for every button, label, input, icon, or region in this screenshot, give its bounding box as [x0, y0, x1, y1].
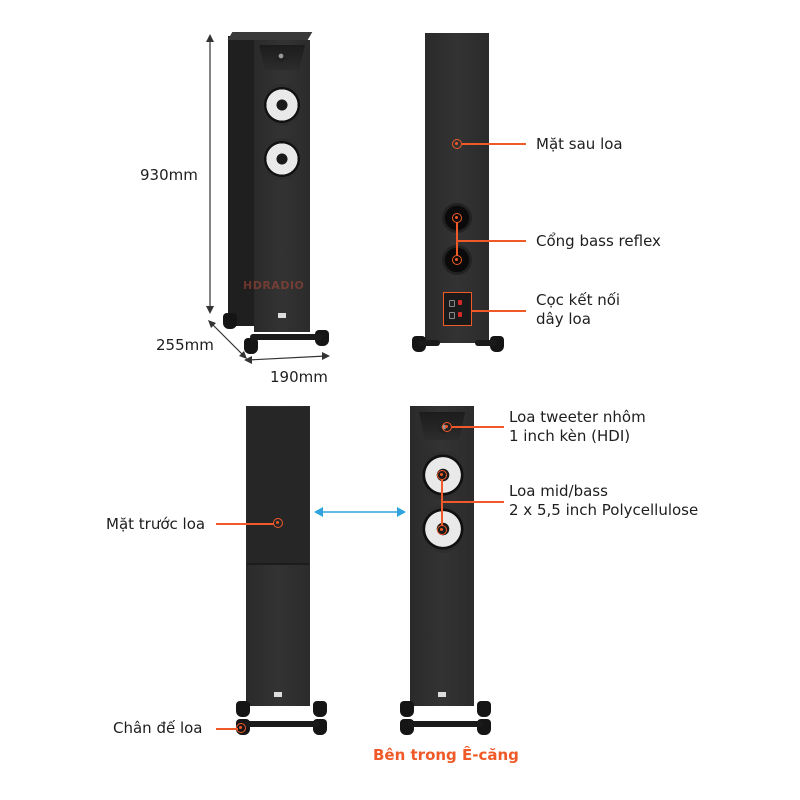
- foot-front-left: [244, 338, 258, 354]
- driver-base: [408, 721, 484, 727]
- label-stand-feet: Chân đế loa: [113, 719, 203, 737]
- back-base-left: [418, 340, 440, 346]
- label-midbass-line2: 2 x 5,5 inch Polycellulose: [509, 501, 699, 519]
- woofer-upper: [261, 84, 303, 126]
- callout-vline-woofers: [441, 479, 443, 526]
- tweeter-icon: [275, 50, 287, 62]
- label-bass-reflex: Cổng bass reflex: [536, 232, 661, 250]
- callout-vline-ports: [456, 222, 458, 256]
- base-bar: [250, 334, 322, 340]
- binding-post-panel: [443, 292, 472, 326]
- callout-dot-feet: [236, 723, 246, 733]
- watermark: HDRADIO: [243, 279, 305, 292]
- callout-line-terminals: [471, 310, 526, 312]
- callout-dot-tweeter: [442, 422, 452, 432]
- height-label: 930mm: [140, 166, 198, 184]
- label-tweeter-line1: Loa tweeter nhôm: [509, 408, 646, 426]
- back-base-right: [475, 340, 497, 346]
- depth-label: 255mm: [156, 336, 214, 354]
- grille-foot-back-right: [313, 701, 327, 717]
- front-grille: [247, 407, 309, 565]
- callout-dot-woofer-lower: [437, 525, 447, 535]
- label-rear-panel: Mặt sau loa: [536, 135, 623, 153]
- width-label: 190mm: [270, 368, 328, 386]
- label-midbass-line1: Loa mid/bass: [509, 482, 608, 500]
- callout-line-woofers: [442, 501, 504, 503]
- width-arrow-icon: [244, 352, 330, 364]
- back-cabinet: [425, 33, 489, 343]
- driver-jbl-badge: [438, 692, 446, 697]
- foot-back-left: [223, 313, 237, 329]
- callout-dot-rear: [452, 139, 462, 149]
- label-front-panel: Mặt trước loa: [106, 515, 206, 533]
- grille-base: [244, 721, 320, 727]
- depth-arrow-icon: [208, 320, 247, 359]
- callout-line-front: [216, 523, 274, 525]
- driver-foot-back-left: [400, 701, 414, 717]
- jbl-badge: [278, 313, 286, 318]
- callout-line-feet: [216, 728, 238, 730]
- cabinet-side: [228, 36, 254, 326]
- grille-foot-back-left: [236, 701, 250, 717]
- woofer-lower: [261, 138, 303, 180]
- driver-foot-back-right: [477, 701, 491, 717]
- callout-dot-port-lower: [452, 255, 462, 265]
- callout-line-tweeter: [452, 426, 504, 428]
- callout-line-ports: [457, 240, 526, 242]
- grille-jbl-badge: [274, 692, 282, 697]
- swap-arrow-icon: [314, 507, 406, 517]
- height-arrow-icon: [206, 34, 214, 314]
- callout-line-rear: [462, 143, 526, 145]
- label-binding-posts-line1: Cọc kết nối: [536, 291, 621, 309]
- label-binding-posts-line2: dây loa: [536, 310, 591, 328]
- label-tweeter-line2: 1 inch kèn (HDI): [509, 427, 631, 445]
- cabinet-top: [227, 32, 313, 40]
- callout-dot-front: [273, 518, 283, 528]
- footer-caption: Bên trong Ê-căng: [373, 746, 519, 764]
